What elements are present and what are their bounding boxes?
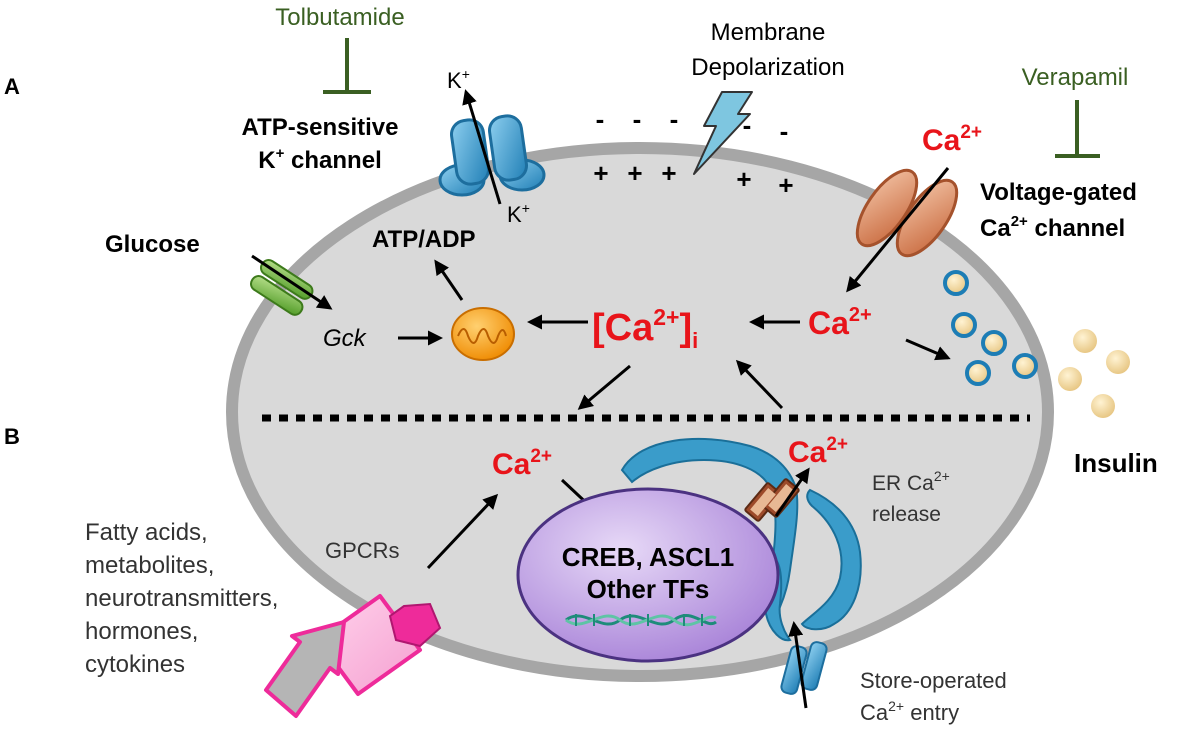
secreted-insulin-granules-icon [1058, 329, 1130, 418]
er-release-arrow [774, 467, 810, 517]
glucose-uptake-arrow [251, 254, 333, 310]
vgcc-label-line1: Voltage-gated [980, 179, 1137, 206]
gpcrs-label: GPCRs [325, 538, 400, 563]
atp-adp-label: ATP/ADP [372, 226, 476, 253]
panel-b-label: B [4, 424, 20, 449]
vgcc-channel-icon [855, 168, 959, 258]
cai-to-nucleus-arrow [577, 364, 631, 410]
k-efflux-arrow [462, 89, 502, 205]
katp-label-line2: K+ channel [258, 145, 381, 174]
tolbutamide-label: Tolbutamide [275, 4, 404, 31]
mito-to-atp-arrow [434, 259, 464, 301]
ligand-item: cytokines [85, 651, 185, 678]
verapamil-inhibition-icon [1055, 100, 1100, 158]
membrane-charge-plus: + + + + + [593, 158, 793, 200]
svg-text:+: + [736, 164, 751, 194]
er-release-channel-icon [744, 478, 800, 522]
ca-extracellular-label: Ca2+ [922, 122, 982, 157]
lightning-bolt-icon [693, 91, 753, 175]
ca-intracellular-label: [Ca2+]i [592, 304, 698, 353]
insulin-label: Insulin [1074, 448, 1158, 478]
svg-text:-: - [596, 104, 605, 134]
svg-text:+: + [627, 158, 642, 188]
svg-text:-: - [633, 104, 642, 134]
endoplasmic-reticulum-icon [620, 437, 862, 642]
soce-influx-arrow [788, 621, 808, 709]
svg-text:+: + [778, 170, 793, 200]
membrane-label-line1: Membrane [711, 19, 826, 46]
katp-channel-icon [438, 114, 546, 197]
ligand-item: Fatty acids, [85, 519, 208, 546]
er-to-cai-arrow [735, 359, 784, 410]
svg-text:+: + [593, 158, 608, 188]
ligand-item: metabolites, [85, 552, 214, 579]
ligand-item: hormones, [85, 618, 198, 645]
gck-label: Gck [323, 325, 368, 352]
katp-label-line1: ATP-sensitive [242, 114, 399, 141]
ca-to-exocytosis-arrow [905, 338, 951, 361]
ca-er-label: Ca2+ [788, 434, 848, 469]
verapamil-label: Verapamil [1022, 64, 1129, 91]
svg-text:-: - [670, 104, 679, 134]
svg-text:-: - [780, 116, 789, 146]
panel-a-label: A [4, 74, 20, 99]
ligand-list: Fatty acids, metabolites, neurotransmitt… [85, 519, 278, 678]
k-ion-top-label: K+ [447, 66, 470, 93]
mitochondrion-icon [451, 307, 515, 361]
glucose-label: Glucose [105, 231, 200, 258]
ligand-item: neurotransmitters, [85, 585, 278, 612]
vgcc-label-line2: Ca2+ channel [980, 213, 1125, 242]
tolbutamide-inhibition-icon [323, 38, 371, 94]
ca-influx-arrow [846, 167, 950, 293]
gpcr-receptor-icon [316, 594, 442, 696]
nucleus-label-line1: CREB, ASCL1 [562, 542, 734, 572]
er-release-label-line1: ER Ca2+ [872, 468, 950, 495]
ligand-binding-arrow [264, 620, 346, 718]
membrane-charge-minus: - - - - - [596, 104, 789, 146]
svg-text:+: + [661, 158, 676, 188]
ca-cytosol-label: Ca2+ [808, 304, 872, 341]
nucleus-label-line2: Other TFs [587, 574, 710, 604]
dna-helix-icon [565, 614, 717, 627]
soce-label-line2: Ca2+ entry [860, 698, 959, 725]
k-ion-bottom-label: K+ [507, 200, 530, 227]
soce-label-line1: Store-operated [860, 668, 1007, 693]
membrane-label-line2: Depolarization [691, 54, 844, 81]
svg-text:-: - [743, 110, 752, 140]
er-release-label-line2: release [872, 503, 941, 526]
ca-gpcr-label: Ca2+ [492, 446, 552, 481]
gpcr-to-ca-arrow [426, 493, 499, 570]
insulin-vesicles-icon [943, 270, 1038, 386]
